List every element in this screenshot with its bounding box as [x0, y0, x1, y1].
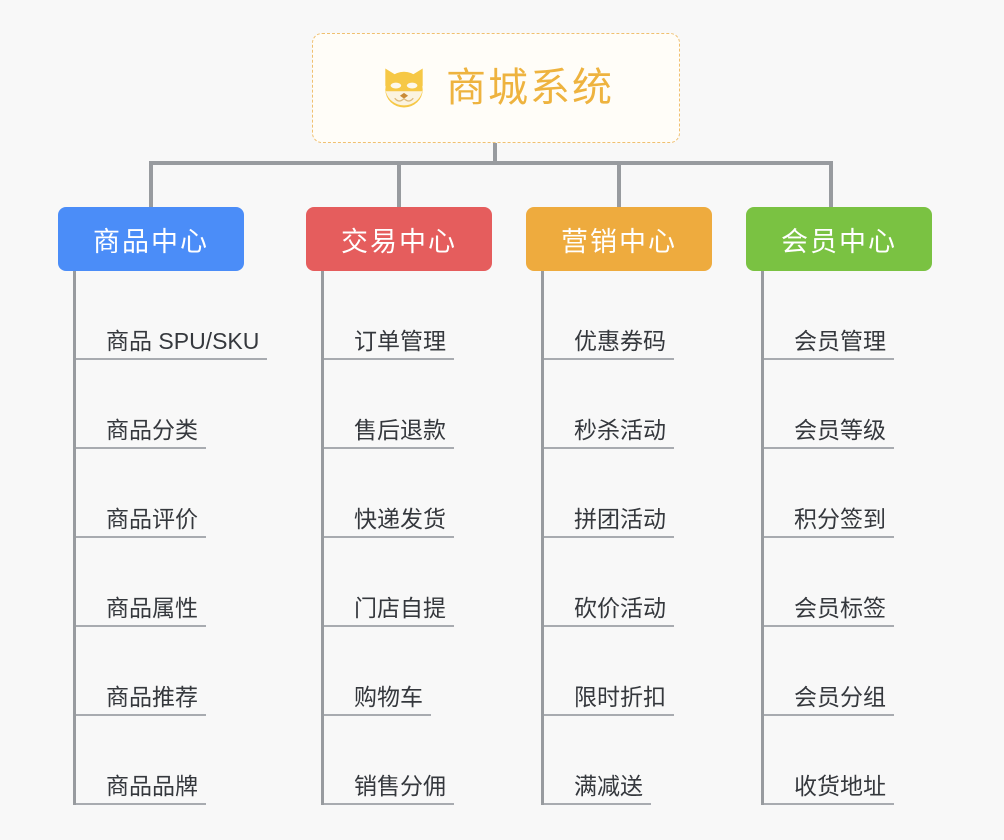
leaf-underline	[76, 447, 206, 449]
list-item[interactable]: 满减送	[544, 716, 712, 805]
list-item[interactable]: 积分签到	[764, 449, 932, 538]
leaf-label: 砍价活动	[574, 594, 666, 621]
leaf-label: 收货地址	[794, 772, 886, 799]
connector-horizontal-bus	[149, 161, 833, 165]
column-trade-center: 交易中心 订单管理 售后退款 快递发货 门店自提 购物车 销售分佣	[306, 207, 492, 805]
leaf-underline	[764, 714, 894, 716]
leaf-label: 商品品牌	[106, 772, 198, 799]
leaf-underline	[544, 358, 674, 360]
leaf-label: 商品分类	[106, 416, 198, 443]
column-marketing-center: 营销中心 优惠券码 秒杀活动 拼团活动 砍价活动 限时折扣 满减送	[526, 207, 712, 805]
column-product-center: 商品中心 商品 SPU/SKU 商品分类 商品评价 商品属性 商品推荐 商品品牌	[58, 207, 267, 805]
category-label-3: 会员中心	[781, 226, 897, 257]
root-title: 商城系统	[446, 66, 614, 110]
leaf-underline	[764, 536, 894, 538]
category-label-1: 交易中心	[341, 226, 457, 257]
leaf-label: 售后退款	[354, 416, 446, 443]
connector-drop-3	[617, 161, 621, 207]
category-box-2[interactable]: 营销中心	[526, 207, 712, 271]
connector-drop-1	[149, 161, 153, 207]
leaf-underline	[764, 358, 894, 360]
leaf-label: 满减送	[574, 772, 643, 799]
connector-drop-2	[397, 161, 401, 207]
leaf-list-2: 优惠券码 秒杀活动 拼团活动 砍价活动 限时折扣 满减送	[541, 271, 712, 805]
list-item[interactable]: 会员标签	[764, 538, 932, 627]
leaf-label: 门店自提	[354, 594, 446, 621]
leaf-label: 会员标签	[794, 594, 886, 621]
list-item[interactable]: 会员等级	[764, 360, 932, 449]
connector-root-stem	[493, 143, 497, 164]
leaf-underline	[76, 536, 206, 538]
leaf-underline	[324, 358, 454, 360]
root-node[interactable]: 商城系统	[312, 33, 680, 143]
leaf-underline	[76, 625, 206, 627]
list-item[interactable]: 优惠券码	[544, 271, 712, 360]
leaf-label: 会员管理	[794, 327, 886, 354]
leaf-label: 积分签到	[794, 505, 886, 532]
list-item[interactable]: 销售分佣	[324, 716, 492, 805]
leaf-underline	[764, 803, 894, 805]
leaf-label: 商品 SPU/SKU	[106, 327, 260, 354]
list-item[interactable]: 商品属性	[76, 538, 244, 627]
leaf-label: 秒杀活动	[574, 416, 666, 443]
category-label-0: 商品中心	[93, 226, 209, 257]
leaf-label: 会员等级	[794, 416, 886, 443]
leaf-label: 优惠券码	[574, 327, 666, 354]
leaf-underline	[324, 625, 454, 627]
leaf-label: 购物车	[354, 683, 423, 710]
category-box-0[interactable]: 商品中心	[58, 207, 244, 271]
leaf-label: 销售分佣	[354, 772, 446, 799]
leaf-label: 快递发货	[354, 505, 446, 532]
leaf-label: 商品推荐	[106, 683, 198, 710]
leaf-label: 商品属性	[106, 594, 198, 621]
leaf-underline	[764, 447, 894, 449]
leaf-underline	[76, 358, 267, 360]
list-item[interactable]: 会员管理	[764, 271, 932, 360]
leaf-underline	[76, 803, 206, 805]
leaf-underline	[544, 625, 674, 627]
list-item[interactable]: 订单管理	[324, 271, 492, 360]
list-item[interactable]: 限时折扣	[544, 627, 712, 716]
connector-drop-4	[829, 161, 833, 207]
leaf-label: 拼团活动	[574, 505, 666, 532]
list-item[interactable]: 快递发货	[324, 449, 492, 538]
list-item[interactable]: 购物车	[324, 627, 492, 716]
category-box-3[interactable]: 会员中心	[746, 207, 932, 271]
leaf-label: 会员分组	[794, 683, 886, 710]
leaf-underline	[544, 536, 674, 538]
list-item[interactable]: 砍价活动	[544, 538, 712, 627]
leaf-list-3: 会员管理 会员等级 积分签到 会员标签 会员分组 收货地址	[761, 271, 932, 805]
leaf-underline	[324, 803, 454, 805]
leaf-label: 限时折扣	[574, 683, 666, 710]
list-item[interactable]: 秒杀活动	[544, 360, 712, 449]
column-member-center: 会员中心 会员管理 会员等级 积分签到 会员标签 会员分组 收货地址	[746, 207, 932, 805]
list-item[interactable]: 收货地址	[764, 716, 932, 805]
category-label-2: 营销中心	[561, 226, 677, 257]
leaf-list-0: 商品 SPU/SKU 商品分类 商品评价 商品属性 商品推荐 商品品牌	[73, 271, 267, 805]
leaf-underline	[76, 714, 206, 716]
leaf-label: 商品评价	[106, 505, 198, 532]
list-item[interactable]: 售后退款	[324, 360, 492, 449]
list-item[interactable]: 商品分类	[76, 360, 244, 449]
leaf-underline	[544, 714, 674, 716]
list-item[interactable]: 商品推荐	[76, 627, 244, 716]
leaf-underline	[324, 447, 454, 449]
leaf-underline	[764, 625, 894, 627]
list-item[interactable]: 商品 SPU/SKU	[76, 271, 267, 360]
list-item[interactable]: 拼团活动	[544, 449, 712, 538]
leaf-underline	[544, 447, 674, 449]
list-item[interactable]: 商品品牌	[76, 716, 244, 805]
category-box-1[interactable]: 交易中心	[306, 207, 492, 271]
list-item[interactable]: 门店自提	[324, 538, 492, 627]
list-item[interactable]: 会员分组	[764, 627, 932, 716]
shiba-dog-face-icon	[385, 68, 423, 108]
leaf-list-1: 订单管理 售后退款 快递发货 门店自提 购物车 销售分佣	[321, 271, 492, 805]
leaf-underline	[544, 803, 651, 805]
list-item[interactable]: 商品评价	[76, 449, 244, 538]
leaf-underline	[324, 714, 431, 716]
leaf-label: 订单管理	[354, 327, 446, 354]
leaf-underline	[324, 536, 454, 538]
